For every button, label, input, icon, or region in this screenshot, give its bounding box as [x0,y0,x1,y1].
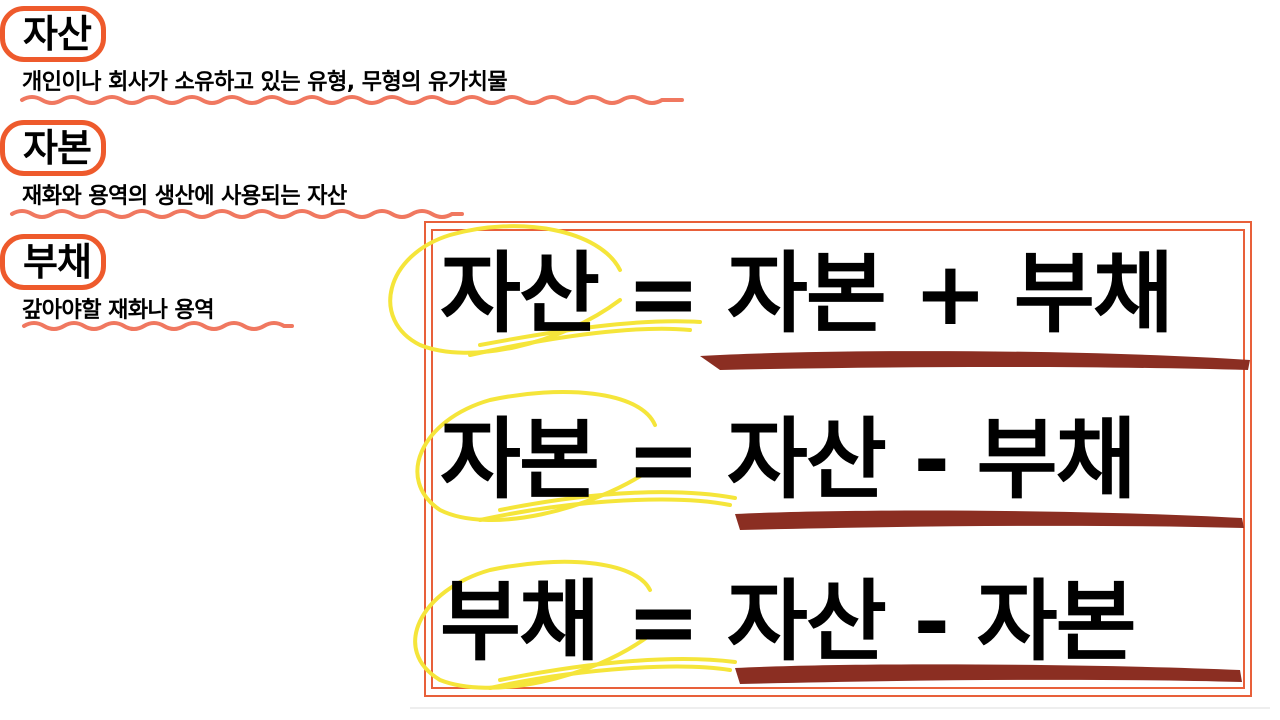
definition-liability: 갚아야할 재화나 용역 [22,298,214,323]
highlight-circle-2 [415,390,657,522]
wavy-underline-2 [10,209,464,219]
wavy-underline-1 [20,95,684,105]
equation-liability: 부채 = 자산 - 자본 [440,570,1137,673]
term-label: 부채 [23,240,92,284]
highlight-stroke-3b [498,657,737,682]
term-badge-capital: 자본 [0,120,106,176]
equation-asset: 자산 = 자본 + 부채 [440,242,1174,345]
frame-inner [431,229,1245,689]
term-label: 자본 [23,126,92,170]
brush-underline-3 [735,664,1242,684]
term-badge-asset: 자산 [0,6,106,62]
equation-capital: 자본 = 자산 - 부채 [440,408,1137,511]
definition-asset: 개인이나 회사가 소유하고 있는 유형, 무형의 유가치물 [22,70,508,95]
wavy-underline-3 [22,321,294,331]
definition-capital: 재화와 용역의 생산에 사용되는 자산 [22,184,347,209]
term-badge-liability: 부채 [0,234,106,290]
highlight-stroke-3a [488,664,732,690]
highlight-stroke-2b [498,490,737,512]
highlight-stroke-2a [478,497,732,522]
brush-underline-1 [700,351,1250,370]
highlight-circle-3 [413,559,652,690]
highlight-stroke-1b [478,319,702,347]
term-label: 자산 [23,12,92,56]
highlight-scribbles [388,224,737,690]
brush-underline-2 [735,510,1244,530]
highlight-stroke-1a [468,326,692,357]
frame-outer [424,221,1252,697]
